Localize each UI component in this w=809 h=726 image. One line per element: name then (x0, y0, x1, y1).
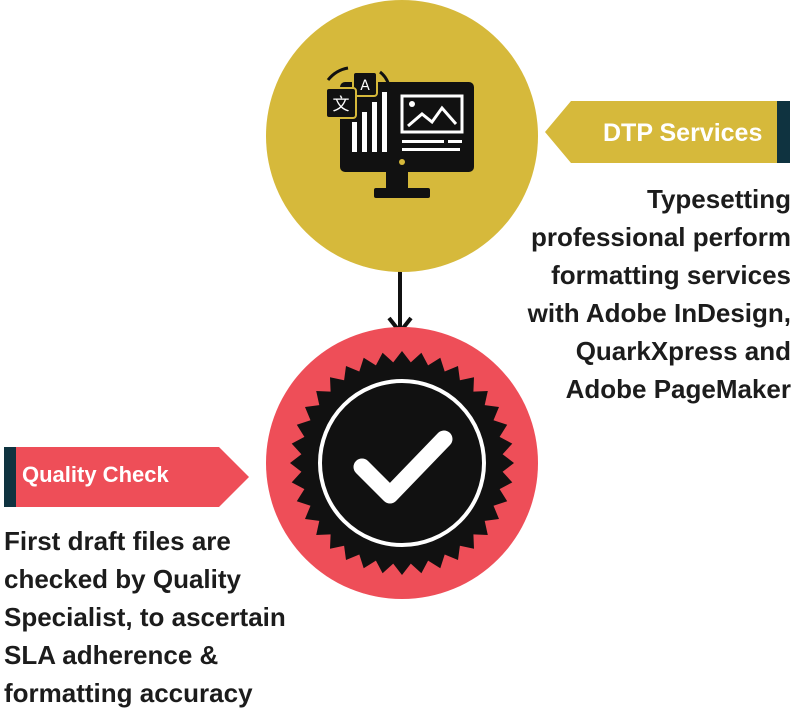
quality-desc-line: First draft files are (4, 526, 231, 556)
quality-label: Quality Check (22, 462, 169, 487)
quality-desc-line: SLA adherence & (4, 640, 219, 670)
quality-tag (4, 447, 249, 507)
dtp-tag (545, 101, 790, 163)
quality-desc-line: formatting accuracy (4, 678, 253, 708)
dtp-desc-line: professional perform (530, 222, 791, 252)
quality-circle (266, 327, 538, 599)
translate-a-glyph: A (360, 78, 370, 94)
dtp-tag-accent (777, 101, 790, 163)
desktop-translation-icon: A 文 (325, 66, 474, 198)
translate-char-glyph: 文 (333, 95, 350, 115)
dtp-desc-line: QuarkXpress and (575, 336, 791, 366)
quality-tag-accent (4, 447, 16, 507)
quality-description: First draft files are checked by Quality… (4, 522, 286, 712)
quality-desc-line: Specialist, to ascertain (4, 602, 286, 632)
dtp-desc-line: with Adobe InDesign, (527, 298, 791, 328)
dtp-desc-line: Typesetting (647, 184, 791, 214)
dtp-description: Typesetting professional perform formatt… (528, 180, 791, 408)
quality-desc-line: checked by Quality (4, 564, 241, 594)
dtp-desc-line: formatting services (551, 260, 791, 290)
dtp-label: DTP Services (603, 119, 763, 147)
check-badge-icon (290, 351, 514, 575)
dtp-circle: A 文 (266, 0, 538, 272)
dtp-desc-line: Adobe PageMaker (565, 374, 791, 404)
